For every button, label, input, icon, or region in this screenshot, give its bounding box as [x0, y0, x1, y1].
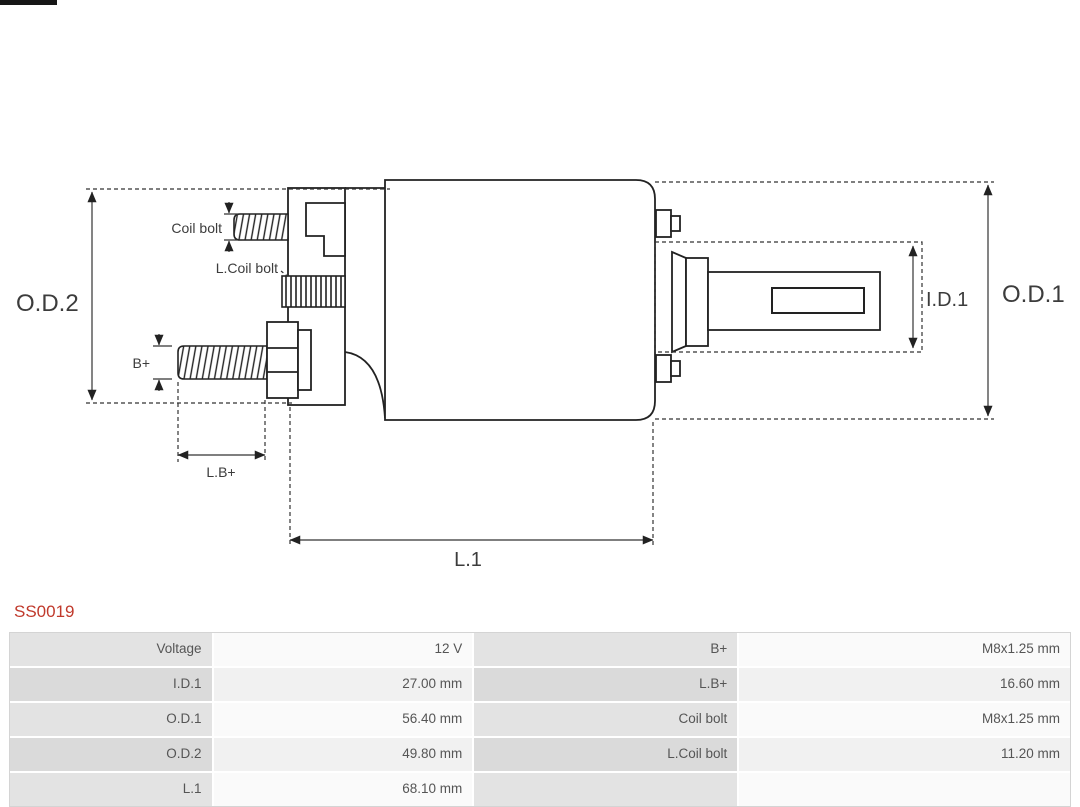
l1-label: L.1 — [454, 549, 482, 571]
terminal-tab-top — [655, 209, 672, 238]
lcoilbolt-leader — [280, 270, 291, 279]
product-code: SS0019 — [14, 602, 75, 621]
b-plus-washer — [297, 329, 312, 391]
plunger-slot — [771, 287, 865, 314]
spec-label: I.D.1 — [10, 668, 214, 701]
terminal-tab-bottom-tip — [670, 360, 681, 377]
lb-plus-label: L.B+ — [206, 464, 235, 480]
spec-label — [474, 773, 740, 806]
spec-value: 56.40 mm — [213, 703, 475, 736]
terminal-tab-bottom — [655, 354, 672, 383]
terminal-tab-top-tip — [670, 215, 681, 232]
solenoid-drawing: Coil bolt L.Coil bolt B+ O.D.2 O.D.1 I.D… — [16, 179, 1065, 571]
bracket-step — [305, 202, 346, 257]
b-plus-stud — [177, 345, 268, 380]
product-dimension-diagram: Coil bolt L.Coil bolt B+ O.D.2 O.D.1 I.D… — [16, 179, 1065, 571]
od2-label: O.D.2 — [16, 290, 79, 317]
coil-bolt-stud — [233, 213, 289, 241]
spec-value: M8x1.25 mm — [739, 633, 1070, 666]
spec-label: Coil bolt — [474, 703, 740, 736]
spec-value: 11.20 mm — [739, 738, 1070, 771]
spec-table: Voltage 12 V B+ M8x1.25 mm I.D.1 27.00 m… — [9, 632, 1071, 807]
dimension-labels: Coil bolt L.Coil bolt B+ O.D.2 O.D.1 I.D… — [16, 220, 1065, 571]
b-plus-label: B+ — [132, 355, 150, 371]
plunger-taper — [671, 250, 687, 354]
table-row: Voltage 12 V B+ M8x1.25 mm — [10, 633, 1070, 668]
screen-edge-artifact — [0, 0, 57, 5]
plunger-collar — [685, 257, 709, 347]
od1-label: O.D.1 — [1002, 281, 1065, 308]
spec-value — [739, 773, 1070, 806]
spec-label: L.B+ — [474, 668, 740, 701]
coil-bolt-label: Coil bolt — [171, 220, 222, 236]
spec-label: B+ — [474, 633, 740, 666]
table-row: I.D.1 27.00 mm L.B+ 16.60 mm — [10, 668, 1070, 703]
spec-value: M8x1.25 mm — [739, 703, 1070, 736]
spec-value: 12 V — [213, 633, 475, 666]
spec-label: O.D.2 — [10, 738, 214, 771]
id1-label: I.D.1 — [926, 289, 968, 311]
solenoid-body-geometry — [177, 179, 881, 421]
table-row: O.D.1 56.40 mm Coil bolt M8x1.25 mm — [10, 703, 1070, 738]
spec-label: L.Coil bolt — [474, 738, 740, 771]
bottom-fillet — [344, 351, 386, 419]
l-coil-bolt-label: L.Coil bolt — [216, 260, 278, 276]
spec-label: O.D.1 — [10, 703, 214, 736]
spec-value: 27.00 mm — [213, 668, 475, 701]
id1-dashed-box — [654, 241, 923, 353]
spec-value: 16.60 mm — [739, 668, 1070, 701]
table-row: O.D.2 49.80 mm L.Coil bolt 11.20 mm — [10, 738, 1070, 773]
spec-value: 68.10 mm — [213, 773, 475, 806]
spec-label: Voltage — [10, 633, 214, 666]
coil-bolt-thread-block — [281, 275, 346, 308]
dimension-lines — [86, 181, 994, 547]
spec-value: 49.80 mm — [213, 738, 475, 771]
table-row: L.1 68.10 mm — [10, 773, 1070, 806]
spec-label: L.1 — [10, 773, 214, 806]
b-plus-hex-nut — [266, 321, 299, 399]
main-housing — [384, 179, 656, 421]
